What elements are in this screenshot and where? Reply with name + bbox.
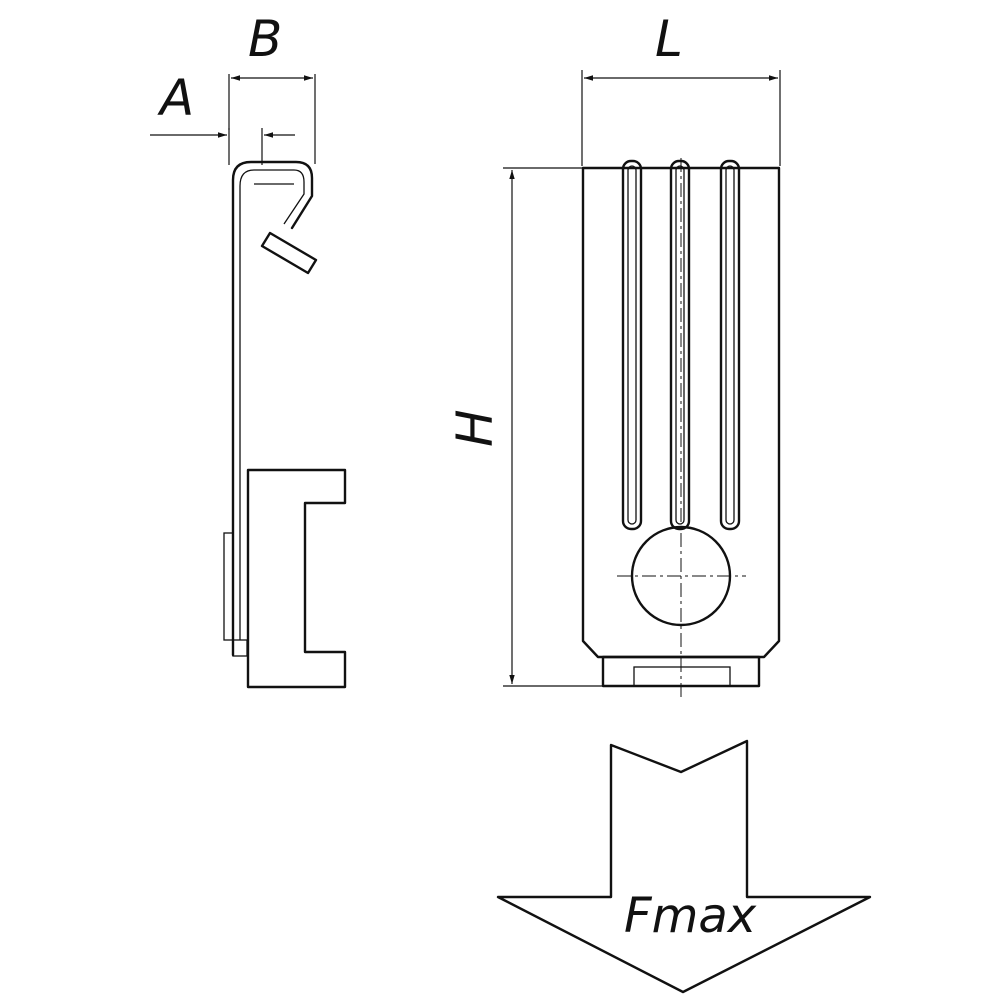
dimension-l-label: L bbox=[655, 10, 683, 68]
dimension-b: B bbox=[228, 10, 316, 164]
dimension-h-label: H bbox=[446, 409, 504, 447]
force-arrow: Fmax bbox=[496, 739, 872, 994]
dimension-a: A bbox=[150, 69, 295, 165]
front-view bbox=[581, 158, 781, 700]
dimension-l: L bbox=[581, 10, 781, 166]
dimension-h: H bbox=[446, 167, 603, 687]
force-label: Fmax bbox=[624, 888, 757, 944]
side-view bbox=[223, 160, 347, 689]
dimension-b-label: B bbox=[248, 10, 282, 68]
dimension-a-label: A bbox=[157, 69, 194, 127]
